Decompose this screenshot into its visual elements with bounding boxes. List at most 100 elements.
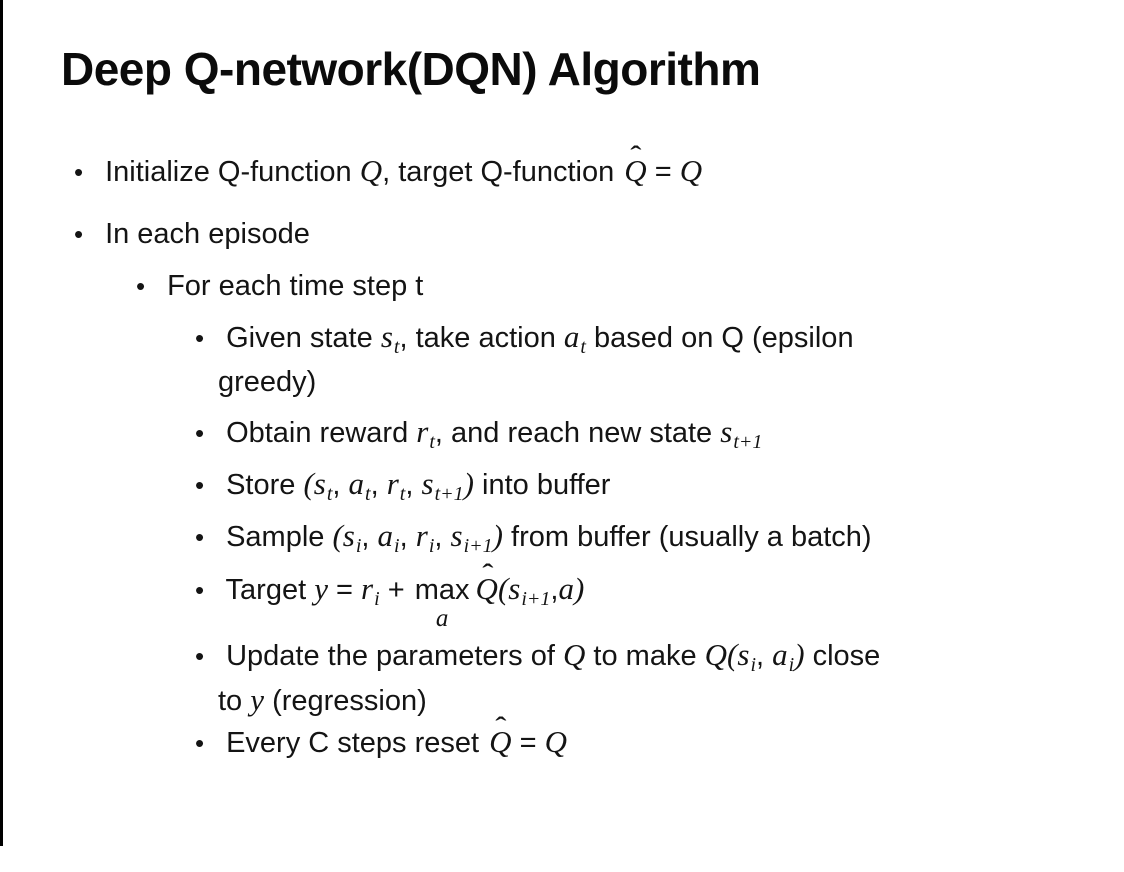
bullet-for-each-time-step: • For each time step t xyxy=(136,268,423,304)
bullet-in-each-episode: • In each episode xyxy=(74,216,310,252)
math-subscript: t xyxy=(393,336,400,358)
math-symbol: ) xyxy=(463,466,474,501)
text-segment: = xyxy=(511,727,545,759)
text-segment: = xyxy=(327,574,362,606)
math-subscript: i+1 xyxy=(463,535,493,557)
slide-title: Deep Q-network(DQN) Algorithm xyxy=(61,43,761,95)
text-segment: Update the parameters of xyxy=(226,640,563,672)
math-symbol: r xyxy=(361,571,374,606)
math-symbol: r xyxy=(416,414,429,449)
text-segment: from buffer (usually a batch) xyxy=(502,521,872,553)
text-segment: , xyxy=(361,521,378,553)
text-segment: Every C steps reset xyxy=(226,727,488,759)
text-segment: Given state xyxy=(226,322,381,354)
bullet-marker: • xyxy=(195,522,205,552)
math-symbol: y xyxy=(250,682,265,717)
text-segment: into buffer xyxy=(473,469,611,501)
text-segment: Target xyxy=(225,574,315,606)
math-symbol: s xyxy=(720,414,733,449)
math-symbol: Q xyxy=(679,153,703,188)
math-symbol: ) xyxy=(573,571,585,606)
math-subscript: i+1 xyxy=(521,588,551,610)
bullet-given-state-wrap: greedy) xyxy=(218,364,316,400)
bullet-marker: • xyxy=(195,641,205,671)
bullet-obtain-reward: • Obtain reward rt, and reach new state … xyxy=(195,414,762,460)
bullet-marker: • xyxy=(136,271,146,301)
math-subscript: i xyxy=(355,535,362,557)
text-segment: In each episode xyxy=(105,218,310,250)
text-segment: , xyxy=(756,640,773,672)
math-symbol: s xyxy=(421,466,434,501)
math-symbol: r xyxy=(415,518,428,553)
bullet-given-state: • Given state st, take action at based o… xyxy=(195,319,854,365)
text-segment: , xyxy=(405,469,422,501)
bullet-update-parameters: • Update the parameters of Q to make Q(s… xyxy=(195,637,880,683)
math-symbol: ) xyxy=(794,637,805,672)
text-segment: , take action xyxy=(399,322,564,354)
math-symbol: ( xyxy=(332,518,343,553)
math-symbol: s xyxy=(737,637,750,672)
math-symbol: s xyxy=(380,319,393,354)
math-symbol: ( xyxy=(303,466,314,501)
bullet-marker: • xyxy=(195,470,205,500)
text-segment: , xyxy=(332,469,349,501)
math-subscript: t xyxy=(326,483,333,505)
bullet-marker: • xyxy=(74,157,84,187)
math-symbol: s xyxy=(450,518,463,553)
math-subscript: t xyxy=(365,483,371,505)
text-segment: Store xyxy=(226,469,304,501)
text-segment: greedy) xyxy=(218,366,317,398)
text-segment: For each time step t xyxy=(167,270,424,302)
math-symbol: Q xyxy=(544,724,567,759)
bullet-initialize: • Initialize Q-function Q, target Q-func… xyxy=(74,143,703,190)
text-segment: , xyxy=(370,469,387,501)
hat-accent: ˆ xyxy=(630,143,642,169)
math-subscript: i xyxy=(394,535,400,557)
bullet-marker: • xyxy=(195,728,205,758)
bullet-marker: • xyxy=(195,323,205,353)
text-segment: to xyxy=(218,685,251,717)
math-symbol: s xyxy=(508,571,521,606)
max-label: max xyxy=(414,574,470,606)
slide-left-border xyxy=(0,0,3,846)
text-segment: close xyxy=(804,640,881,672)
math-subscript: i xyxy=(428,535,435,557)
math-symbol: a xyxy=(563,319,580,354)
text-segment: , and reach new state xyxy=(434,417,721,449)
math-subscript: t xyxy=(399,483,406,505)
math-symbol: Q xyxy=(624,153,647,188)
math-symbol: Q xyxy=(704,637,728,672)
hat-accent: ˆ xyxy=(481,561,494,587)
math-symbol: s xyxy=(342,518,355,553)
math-symbol: y xyxy=(314,571,328,606)
math-subscript: i xyxy=(374,588,380,610)
math-symbol: a xyxy=(772,637,788,672)
math-subscript: t+1 xyxy=(733,431,763,453)
math-subscript: i xyxy=(788,654,795,676)
hat-accent: ˆ xyxy=(495,714,507,740)
text-segment: , xyxy=(434,521,451,553)
max-subscript: a xyxy=(435,605,449,632)
math-symbol: a xyxy=(377,518,394,553)
bullet-sample-buffer: • Sample (si, ai, ri, si+1) from buffer … xyxy=(195,518,872,564)
bullet-marker: • xyxy=(195,418,205,448)
math-symbol: r xyxy=(386,466,399,501)
text-segment: based on Q (epsilon xyxy=(585,322,854,354)
bullet-marker: • xyxy=(74,219,84,249)
text-segment: Obtain reward xyxy=(226,417,417,449)
math-symbol: Q xyxy=(475,571,498,606)
text-segment: , xyxy=(399,521,416,553)
math-symbol: Q xyxy=(489,724,512,759)
bullet-marker: • xyxy=(195,575,205,605)
math-symbol: ) xyxy=(492,518,503,553)
text-segment: to make xyxy=(585,640,705,672)
math-symbol: Q xyxy=(562,637,586,672)
bullet-update-parameters-wrap: to y (regression) xyxy=(218,682,427,719)
math-symbol: ( xyxy=(727,637,738,672)
math-symbol: s xyxy=(313,466,326,501)
math-symbol: a xyxy=(348,466,365,501)
